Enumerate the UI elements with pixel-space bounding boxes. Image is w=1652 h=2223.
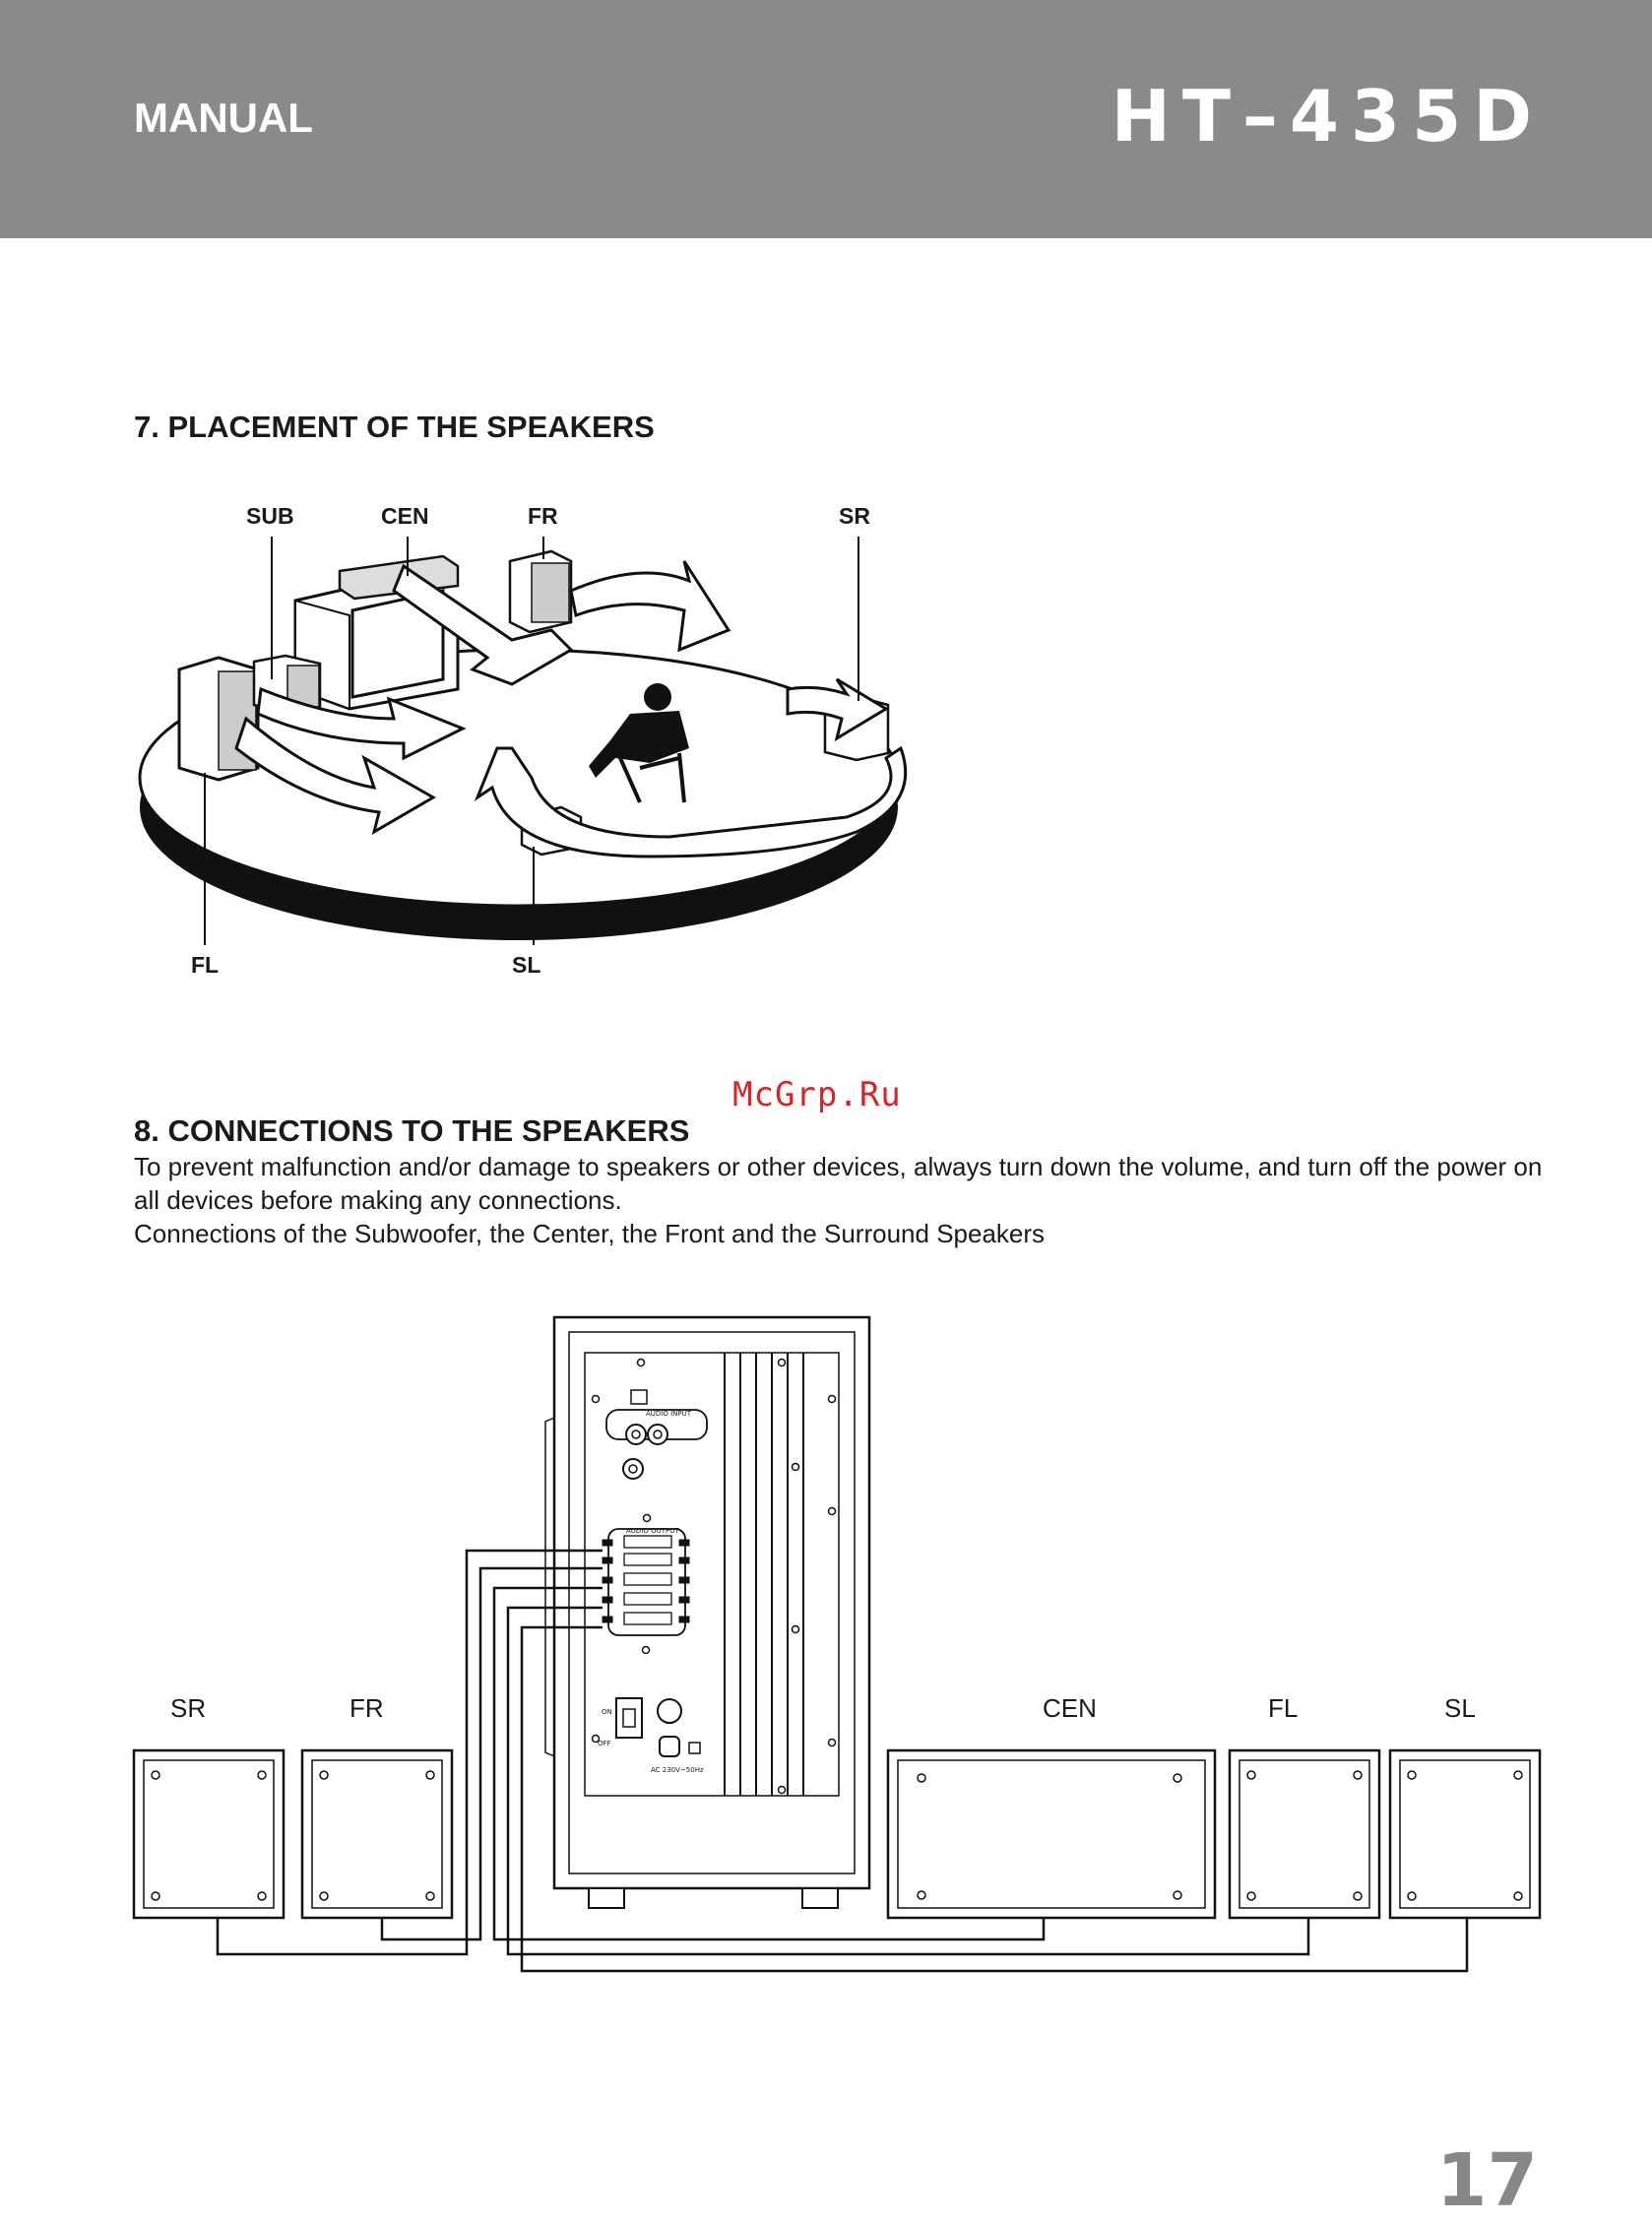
panel-audio-input-label: AUDIO INPUT — [646, 1410, 692, 1418]
conn-label-cen: CEN — [1043, 1693, 1097, 1723]
header-band: MANUAL HT–435D — [0, 0, 1652, 238]
label-fl: FL — [191, 952, 219, 978]
speaker-box-fr — [300, 1748, 454, 1920]
section-7-title: 7. PLACEMENT OF THE SPEAKERS — [134, 410, 655, 444]
speaker-box-fl — [1228, 1748, 1381, 1920]
label-sl: SL — [512, 952, 540, 978]
conn-label-sl: SL — [1444, 1693, 1476, 1723]
label-cen: CEN — [381, 503, 429, 529]
section-8-title: 8. CONNECTIONS TO THE SPEAKERS — [134, 1113, 690, 1148]
label-sub: SUB — [246, 503, 294, 529]
subwoofer-rear-panel — [544, 1315, 871, 1909]
model-title: HT–435D — [1111, 75, 1544, 158]
label-sr: SR — [839, 503, 870, 529]
front-right-speaker-icon — [508, 549, 573, 634]
watermark: McGrp.Ru — [732, 1075, 902, 1114]
label-fr: FR — [528, 503, 558, 529]
listener-icon — [589, 683, 689, 803]
panel-off-label: OFF — [598, 1740, 611, 1747]
conn-label-sr: SR — [170, 1693, 206, 1723]
manual-label: MANUAL — [134, 95, 313, 141]
speaker-box-cen — [886, 1748, 1217, 1920]
connections-paragraph: Connections of the Subwoofer, the Center… — [134, 1219, 1046, 1248]
connection-diagram: AUDIO INPUT AUDIO OUTPUT ON OFF AC 230V~… — [132, 1315, 1542, 1973]
speaker-wires — [216, 1549, 1469, 1973]
safety-paragraph: To prevent malfunction and/or damage to … — [134, 1152, 1543, 1215]
speaker-boxes — [132, 1748, 1542, 1920]
conn-label-fl: FL — [1268, 1693, 1298, 1723]
panel-on-label: ON — [602, 1708, 612, 1716]
speaker-box-sl — [1388, 1748, 1542, 1920]
conn-label-fr: FR — [349, 1693, 384, 1723]
page-number: 17 — [1436, 2138, 1538, 2223]
panel-audio-output-label: AUDIO OUTPUT — [626, 1527, 679, 1535]
speaker-box-sr — [132, 1748, 286, 1920]
placement-illustration: SUB CEN FR SR FL SL — [138, 503, 908, 978]
sound-arrows — [234, 560, 908, 858]
panel-power-spec: AC 230V~50Hz — [651, 1766, 704, 1774]
